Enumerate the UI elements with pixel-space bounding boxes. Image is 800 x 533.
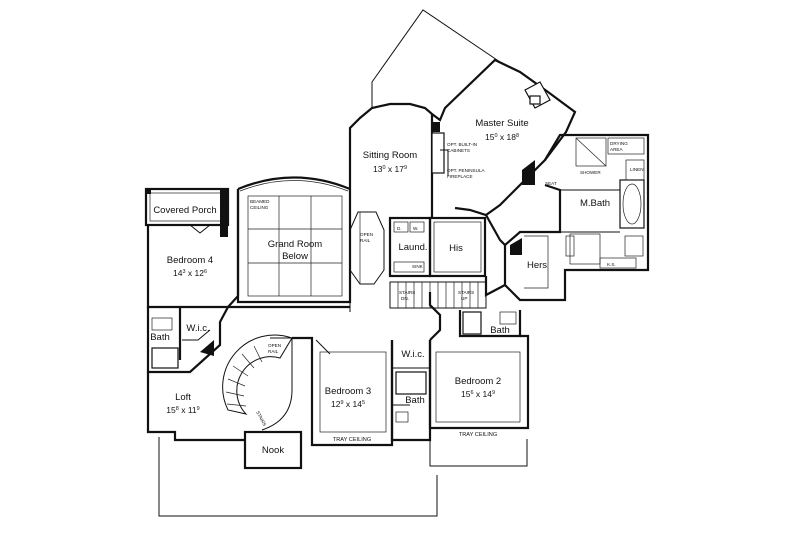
loft-walls xyxy=(146,372,245,442)
label-hers: Hers xyxy=(527,260,547,271)
note-stairs-down: STAIRS xyxy=(399,290,415,295)
dim-bedroom-2: 156 x 149 xyxy=(461,389,495,399)
laundry-walls xyxy=(388,216,432,278)
note-stairs-up-2: UP xyxy=(461,296,467,301)
label-wic-left: W.i.c. xyxy=(186,323,209,334)
closets xyxy=(428,216,549,289)
label-bath-left: Bath xyxy=(150,332,170,343)
note-washer: W. xyxy=(413,226,418,231)
note-open-rail-b-2: RAIL xyxy=(268,349,279,354)
note-seat: SEAT xyxy=(545,181,557,186)
grand-room xyxy=(236,176,352,304)
stairs-upper xyxy=(389,281,487,309)
label-his: His xyxy=(449,243,463,254)
label-sitting-room: Sitting Room xyxy=(363,150,417,161)
label-master-bath: M.Bath xyxy=(580,198,610,209)
label-wic-mid: W.i.c. xyxy=(401,349,424,360)
note-open-rail: OPEN xyxy=(360,232,373,237)
dim-loft: 158 x 119 xyxy=(166,405,199,415)
label-grand-room-below: Below xyxy=(282,251,308,262)
note-opt-peninsula-2: FIREPLACE xyxy=(447,174,473,179)
note-stairs-down-2: DN. xyxy=(401,296,409,301)
label-bedroom-3: Bedroom 3 xyxy=(325,386,371,397)
note-dryer: D. xyxy=(397,226,402,231)
label-laundry: Laund. xyxy=(398,242,427,253)
note-linen: LINEN xyxy=(630,167,644,172)
sitting-master-walls xyxy=(348,58,577,218)
note-opt-builtin: OPT. BUILT-IN xyxy=(447,142,477,147)
note-beamed-ceiling-2: CEILING xyxy=(250,205,269,210)
dim-master-suite: 150 x 188 xyxy=(485,132,519,142)
label-bedroom-2: Bedroom 2 xyxy=(455,376,501,387)
label-covered-porch: Covered Porch xyxy=(153,205,216,216)
nook-walls xyxy=(243,430,303,470)
note-shower: SHOWER xyxy=(580,170,601,175)
note-opt-builtin-2: CABINETS xyxy=(447,148,470,153)
note-sink: SINK xyxy=(412,264,424,269)
note-beamed-ceiling: BEAMED xyxy=(250,199,270,204)
master-bath-walls xyxy=(503,133,650,302)
covered-porch xyxy=(144,187,230,237)
note-tray-ceiling-2: TRAY CEILING xyxy=(459,432,497,438)
room-labels: Master Suite 150 x 188 Sitting Room 130 … xyxy=(150,118,610,456)
note-drying-area-2: AREA xyxy=(610,147,623,152)
note-drying-area: DRYING xyxy=(610,141,628,146)
dim-bedroom-4: 143 x 126 xyxy=(173,268,207,278)
open-rail-upper xyxy=(349,211,385,285)
label-bath-mid: Bath xyxy=(405,395,425,406)
hall-walls xyxy=(228,214,506,340)
label-bedroom-4: Bedroom 4 xyxy=(167,255,213,266)
note-open-rail-b: OPEN xyxy=(268,343,281,348)
spiral-stair xyxy=(222,334,293,431)
note-stairs-up: STAIRS xyxy=(458,290,474,295)
label-master-suite: Master Suite xyxy=(475,118,528,129)
note-tray-ceiling-3: TRAY CEILING xyxy=(333,437,371,443)
left-bath-walls xyxy=(146,306,229,374)
note-labels: BEAMED CEILING OPEN RAIL OPEN RAIL OPT. … xyxy=(250,141,644,443)
dim-bedroom-3: 129 x 145 xyxy=(331,399,365,409)
right-bath-walls xyxy=(458,310,522,338)
bedroom-2-walls xyxy=(428,292,530,430)
note-open-rail-2: RAIL xyxy=(360,238,371,243)
label-bath-right: Bath xyxy=(490,325,510,336)
roof-outline xyxy=(158,9,528,517)
note-opt-peninsula: OPT. PENINSULA xyxy=(447,168,485,173)
note-ks: K.S. xyxy=(607,262,616,267)
label-grand-room: Grand Room xyxy=(268,239,322,250)
dim-sitting-room: 130 x 179 xyxy=(373,164,407,174)
label-nook: Nook xyxy=(262,445,284,456)
note-stairs-spiral: STAIRS xyxy=(255,410,267,427)
label-loft: Loft xyxy=(175,392,191,403)
